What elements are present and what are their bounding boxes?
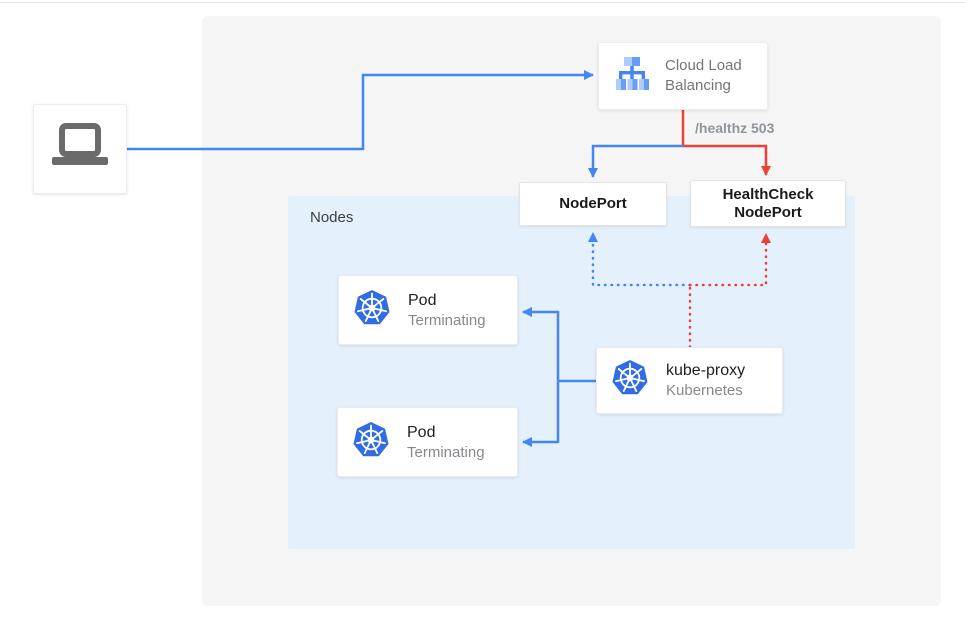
cloud-lb-label: Cloud Load Balancing xyxy=(665,57,742,94)
kube-proxy-subtitle: Kubernetes xyxy=(666,382,743,399)
laptop-icon xyxy=(49,121,111,178)
nodes-label: Nodes xyxy=(310,209,354,226)
pod-status: Terminating xyxy=(408,311,486,329)
load-balancer-icon xyxy=(612,54,652,99)
kubernetes-icon xyxy=(352,421,390,464)
pod-card: Pod Terminating xyxy=(338,275,518,345)
kube-proxy-title: kube-proxy xyxy=(666,362,746,379)
pod-title: Pod xyxy=(408,291,437,309)
kubernetes-icon xyxy=(353,289,391,332)
pod-status: Terminating xyxy=(407,443,485,461)
healthcheck-nodeport-box: HealthCheck NodePort xyxy=(690,180,846,227)
nodeport-box: NodePort xyxy=(519,182,667,226)
nodeport-label: NodePort xyxy=(559,195,627,212)
pod-card: Pod Terminating xyxy=(337,407,518,477)
kube-proxy-card: kube-proxy Kubernetes xyxy=(596,347,783,414)
top-divider xyxy=(0,2,965,3)
pod-title: Pod xyxy=(407,423,436,441)
kubernetes-icon xyxy=(611,359,649,402)
cloud-load-balancing-card: Cloud Load Balancing xyxy=(598,42,768,110)
healthz-503-label: /healthz 503 xyxy=(695,120,775,136)
healthcheck-nodeport-label: HealthCheck NodePort xyxy=(722,185,814,221)
client-device-card xyxy=(33,104,127,194)
